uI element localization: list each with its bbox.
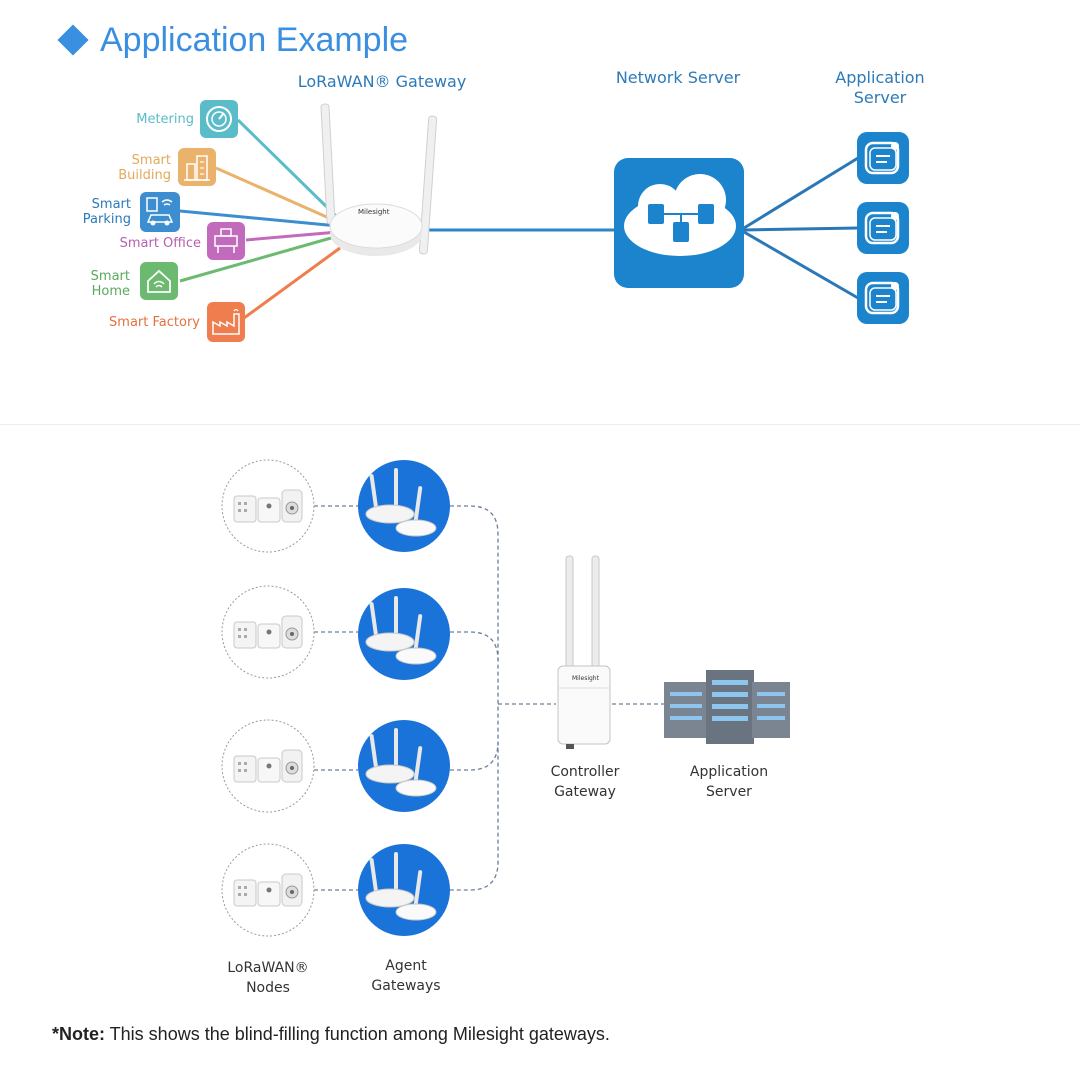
link-ns-as2 <box>743 226 859 232</box>
agent-gateway-2 <box>357 587 451 681</box>
network-server-icon <box>614 158 744 288</box>
footnote: *Note: This shows the blind-filling func… <box>52 1024 610 1045</box>
link-factory <box>243 246 341 320</box>
section-divider <box>0 424 1080 425</box>
network-server-title: Network Server <box>615 68 741 87</box>
lorawan-nodes-3 <box>221 719 315 813</box>
smart-parking-icon <box>140 192 180 232</box>
agent-gateway-1 <box>357 459 451 553</box>
application-server-icon-2 <box>857 202 909 254</box>
link-metering <box>236 118 340 220</box>
agent-gateways-label: Agent Gateways <box>371 958 441 994</box>
label-smart-parking: Smart Parking <box>82 197 131 227</box>
lorawan-nodes-4 <box>221 843 315 937</box>
controller-gateway-device: Milesight <box>557 555 611 749</box>
application-links <box>179 118 341 320</box>
application-server-icon-1 <box>857 132 909 184</box>
section-title: Application Example <box>100 20 409 59</box>
svg-text:Milesight: Milesight <box>358 208 390 216</box>
lorawan-nodes-2 <box>221 585 315 679</box>
link-ns-as3 <box>743 230 859 300</box>
smart-building-icon <box>178 148 216 186</box>
note-bold: *Note: <box>52 1024 105 1044</box>
link-office <box>245 230 339 242</box>
link-parking <box>179 209 339 228</box>
link-home <box>179 234 339 283</box>
note-text: This shows the blind-filling function am… <box>105 1024 610 1044</box>
link-ns-as1 <box>743 156 859 230</box>
label-metering: Metering <box>136 112 194 127</box>
application-server-label: Application Server <box>689 764 769 800</box>
metering-icon <box>200 100 238 138</box>
smart-office-icon <box>207 222 245 260</box>
dashed-links <box>314 505 666 891</box>
lorawan-nodes-label: LoRaWAN® Nodes <box>227 960 309 996</box>
label-smart-building: Smart Building <box>118 153 171 183</box>
smart-home-icon <box>140 262 178 300</box>
application-server-title-line1: Application <box>835 68 925 87</box>
section-heading: Application Example <box>57 18 409 62</box>
lorawan-nodes-1 <box>221 459 315 553</box>
label-smart-factory: Smart Factory <box>109 315 200 330</box>
agent-gateway-3 <box>357 719 451 813</box>
application-server-title-line2: Server <box>853 88 907 107</box>
application-server-icon-3 <box>857 272 909 324</box>
svg-text:Milesight: Milesight <box>572 675 600 682</box>
lorawan-gateway-device: Milesight <box>320 103 438 256</box>
controller-gateway-label: Controller Gateway <box>550 764 620 800</box>
label-smart-home: Smart Home <box>90 269 130 299</box>
application-server-rack-icon <box>664 670 790 744</box>
gateway-title: LoRaWAN® Gateway <box>297 72 467 91</box>
label-smart-office: Smart Office <box>119 236 201 251</box>
smart-factory-icon <box>207 302 245 342</box>
agent-gateway-4 <box>357 843 451 937</box>
application-server-title: Application Server <box>810 68 950 108</box>
link-building <box>215 166 339 224</box>
